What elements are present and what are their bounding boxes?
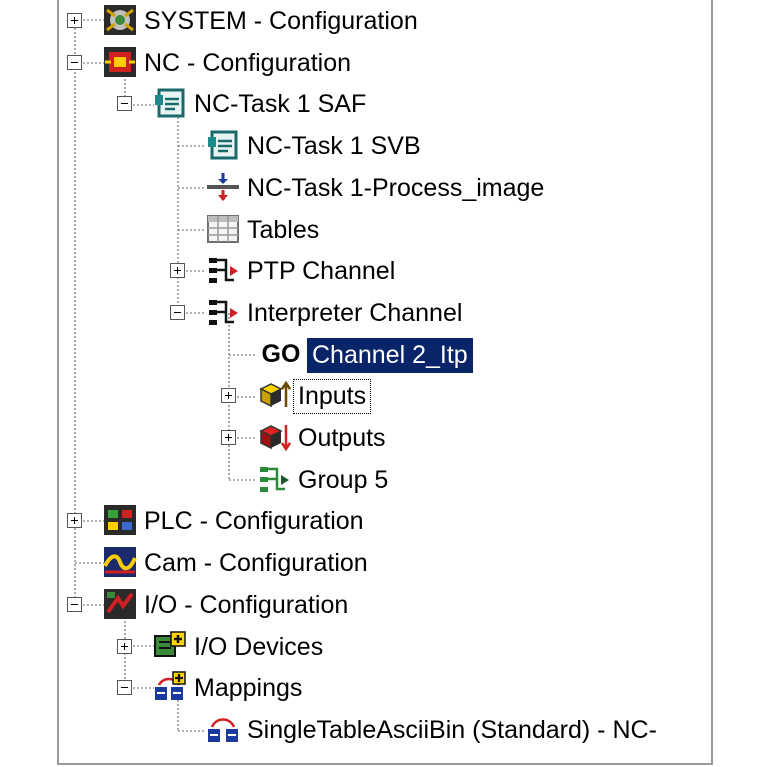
tree-item-label: PTP Channel — [247, 256, 396, 285]
tree-item-label: Tables — [247, 215, 320, 244]
tree-item-label: Cam - Configuration — [144, 548, 368, 577]
cam-config-icon — [103, 546, 137, 578]
tree-item[interactable]: NC-Task 1-Process_image — [242, 169, 549, 207]
channel-icon — [206, 254, 240, 286]
tree-item[interactable]: Outputs — [293, 419, 391, 457]
inputs-icon — [257, 379, 292, 411]
expand-toggle[interactable] — [170, 263, 185, 278]
tree-item[interactable]: Mappings — [189, 669, 307, 707]
tree-item[interactable]: SYSTEM - Configuration — [139, 2, 423, 40]
io-config-icon — [103, 588, 137, 620]
tree-item-label: I/O Devices — [194, 632, 324, 661]
tree-item[interactable]: Channel 2_Itp — [307, 336, 473, 374]
collapse-toggle[interactable] — [67, 597, 82, 612]
expand-toggle[interactable] — [67, 513, 82, 528]
tree-item[interactable]: Inputs — [293, 377, 372, 415]
mapping-item-icon — [206, 713, 240, 745]
mappings-icon — [153, 671, 187, 703]
tree-item-label: I/O - Configuration — [144, 590, 349, 619]
system-config-icon — [103, 4, 137, 36]
go-icon: GO — [261, 339, 301, 368]
tree-item-label: SingleTableAsciiBin (Standard) - NC- — [247, 715, 657, 744]
expand-toggle[interactable] — [221, 430, 236, 445]
tree-item-label: NC - Configuration — [144, 48, 352, 77]
tree-item-label: Interpreter Channel — [247, 298, 463, 327]
tree-item[interactable]: PLC - Configuration — [139, 502, 369, 540]
tree-item[interactable]: Group 5 — [293, 461, 393, 499]
expand-toggle[interactable] — [221, 388, 236, 403]
tree-item-label: PLC - Configuration — [144, 506, 364, 535]
nc-task-icon — [206, 129, 240, 161]
tree-item-label: Outputs — [298, 423, 386, 452]
group-icon — [257, 463, 291, 495]
expand-toggle[interactable] — [67, 13, 82, 28]
tree-item[interactable]: Interpreter Channel — [242, 294, 467, 332]
tree-item-label: Inputs — [293, 378, 372, 414]
tree-item[interactable]: PTP Channel — [242, 252, 400, 290]
tree-item[interactable]: I/O - Configuration — [139, 586, 353, 624]
nc-config-icon — [103, 46, 137, 78]
tree-item[interactable]: Tables — [242, 211, 324, 249]
outputs-icon — [257, 421, 292, 453]
tree-item-label: Group 5 — [298, 465, 389, 494]
collapse-toggle[interactable] — [117, 96, 132, 111]
tree-item[interactable]: SingleTableAsciiBin (Standard) - NC- — [242, 711, 662, 749]
tree-item[interactable]: NC-Task 1 SAF — [189, 85, 371, 123]
tree-item-label: NC-Task 1 SVB — [247, 131, 421, 160]
collapse-toggle[interactable] — [170, 305, 185, 320]
nc-task-icon — [153, 87, 187, 119]
collapse-toggle[interactable] — [117, 680, 132, 695]
tree-item-label: NC-Task 1-Process_image — [247, 173, 545, 202]
plc-config-icon — [103, 504, 137, 536]
table-icon — [206, 213, 240, 245]
tree-item[interactable]: Cam - Configuration — [139, 544, 373, 582]
process-image-icon — [206, 171, 240, 203]
expand-toggle[interactable] — [117, 639, 132, 654]
tree-item-label: SYSTEM - Configuration — [144, 6, 418, 35]
tree-item-label: Mappings — [194, 673, 303, 702]
tree-item[interactable]: NC - Configuration — [139, 44, 356, 82]
tree-item[interactable]: I/O Devices — [189, 628, 328, 666]
io-devices-icon — [153, 630, 187, 662]
collapse-toggle[interactable] — [67, 55, 82, 70]
tree-item-label: Channel 2_Itp — [307, 337, 473, 373]
tree-item[interactable]: NC-Task 1 SVB — [242, 127, 426, 165]
tree-item-label: NC-Task 1 SAF — [194, 89, 367, 118]
channel-icon — [206, 296, 240, 328]
